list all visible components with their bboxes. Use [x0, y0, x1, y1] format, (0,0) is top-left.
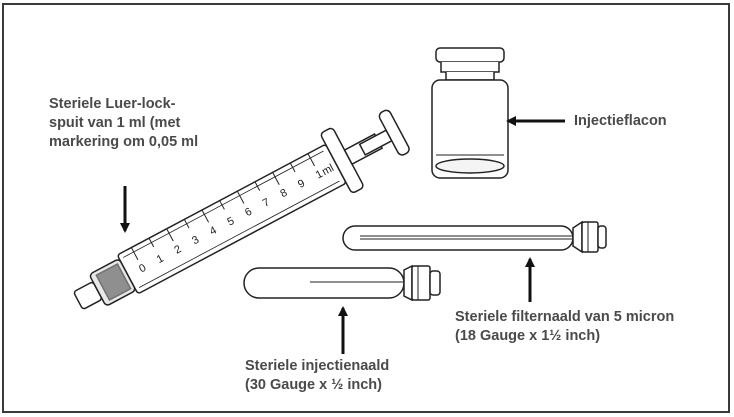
filter-needle-illustration: [343, 222, 606, 252]
injection-needle-illustration: [244, 266, 440, 300]
filter-needle-label: Steriele filternaald van 5 micron (18 Ga…: [455, 308, 674, 346]
syringe-label: Steriele Luer-lock- spuit van 1 ml (met …: [49, 95, 198, 152]
vial-label: Injectieflacon: [574, 112, 667, 131]
injection-needle-label: Steriele injectienaald (30 Gauge x ½ inc…: [245, 357, 389, 395]
vial-illustration: [432, 48, 508, 178]
